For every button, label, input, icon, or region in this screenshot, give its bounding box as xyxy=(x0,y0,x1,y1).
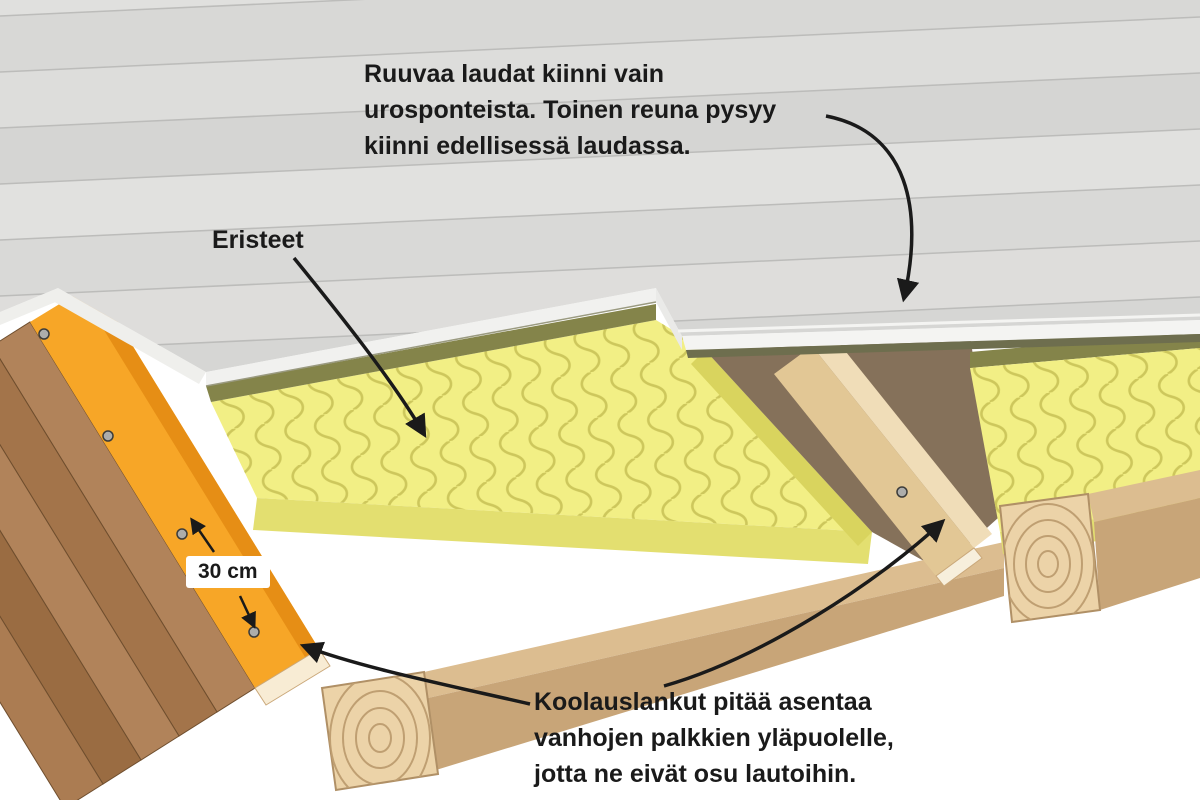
old-floorboards xyxy=(0,321,256,800)
top-note-line: Ruuvaa laudat kiinni vain xyxy=(364,60,665,88)
insulation-label: Eristeet xyxy=(212,226,304,254)
arrow-insulation xyxy=(292,256,427,438)
bottom-note-line: Koolauslankut pitää asentaa xyxy=(534,688,872,716)
screw-dot xyxy=(102,430,114,442)
board-tongue-top-line xyxy=(677,313,1200,333)
arrow-spacing-lower xyxy=(238,595,256,629)
bottom-note: Koolauslankut pitää asentaa vanhojen pal… xyxy=(534,684,894,792)
screw-dot xyxy=(896,486,908,498)
annotation-arrows xyxy=(190,114,946,706)
bottom-note-line: jotta ne eivät osu lautoihin. xyxy=(534,760,857,788)
beam-side-face xyxy=(1094,498,1200,610)
furring-strip-end-face xyxy=(935,547,983,587)
beam-top-face xyxy=(1088,470,1200,522)
arrow-top-note xyxy=(825,114,920,303)
top-note: Ruuvaa laudat kiinni vain urosponteista.… xyxy=(364,56,776,164)
furring-strip-face xyxy=(774,346,974,576)
board-end-edge-left xyxy=(0,288,58,325)
board-end-edge-diagonal xyxy=(51,288,206,384)
board-edge-main xyxy=(206,288,656,386)
bottom-note-line: vanhojen palkkien yläpuolelle, xyxy=(534,724,894,752)
board-edge-tongue-shadow xyxy=(686,334,1200,358)
board-edge-step xyxy=(656,288,682,350)
growth-rings xyxy=(329,673,431,790)
beam-top-face xyxy=(424,542,1004,698)
beam-right xyxy=(998,470,1200,624)
screw-dot xyxy=(248,626,260,638)
board-edge-shadow-line xyxy=(205,301,657,387)
insulation-main xyxy=(211,320,872,564)
arrow-spacing-upper xyxy=(190,517,216,553)
arrow-bottom-note-right xyxy=(663,518,946,688)
furring-strip-top-edge xyxy=(812,332,992,548)
spacing-label: 30 cm xyxy=(186,556,270,588)
screw-dot xyxy=(38,328,50,340)
screws xyxy=(38,328,260,638)
screw-dot xyxy=(176,528,188,540)
top-note-line: urosponteista. Toinen reuna pysyy xyxy=(364,96,777,124)
board-underside-edge-left xyxy=(206,304,656,402)
beam-end-face xyxy=(320,670,440,792)
board-edge-tongue xyxy=(682,320,1200,350)
top-note-line: kiinni edellisessä laudassa. xyxy=(364,132,691,160)
arrow-bottom-note-left xyxy=(299,641,531,706)
furring-strip-middle xyxy=(774,332,992,587)
insulation-front-face xyxy=(253,498,872,564)
insulation-cut-face xyxy=(691,350,872,546)
old-board xyxy=(0,615,104,800)
floorboards xyxy=(0,0,1200,387)
